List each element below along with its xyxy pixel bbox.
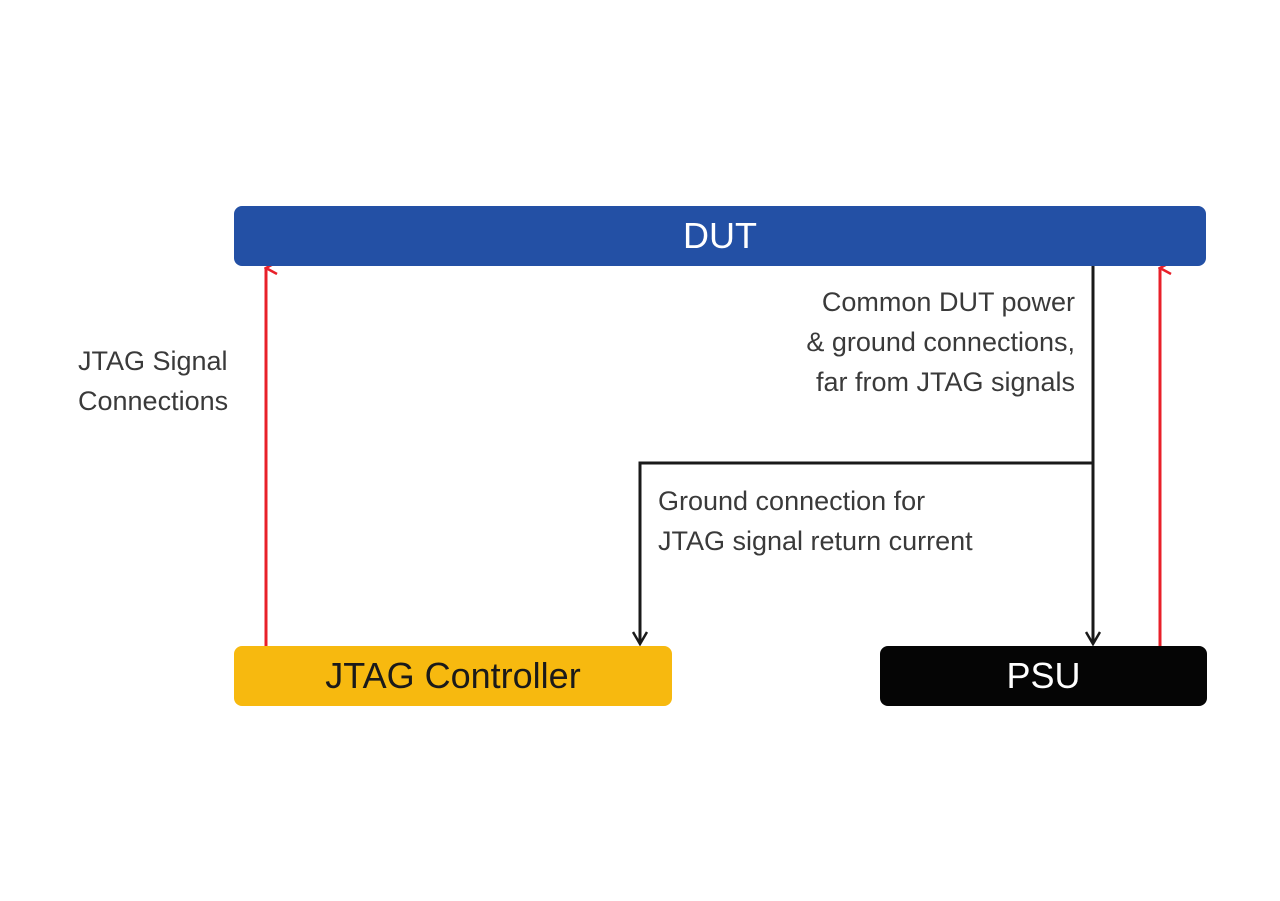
label-line: far from JTAG signals <box>815 367 1075 397</box>
jtag-controller-label: JTAG Controller <box>325 655 581 696</box>
dut-label: DUT <box>683 215 757 256</box>
label-line: Common DUT power <box>821 287 1075 317</box>
psu-box: PSU <box>880 646 1207 706</box>
label-line: JTAG signal return current <box>658 526 973 556</box>
label-line: Ground connection for <box>658 486 926 516</box>
ground-return-arrow <box>640 461 1093 644</box>
label-line: & ground connections, <box>806 327 1075 357</box>
jtag-signal-connections-label: JTAG Signal Connections <box>78 341 228 421</box>
dut-box: DUT <box>234 206 1206 266</box>
psu-label: PSU <box>1006 655 1081 696</box>
jtag-controller-box: JTAG Controller <box>234 646 672 706</box>
ground-return-label: Ground connection for JTAG signal return… <box>658 481 973 561</box>
label-line: JTAG Signal <box>78 346 228 376</box>
label-line: Connections <box>78 386 229 416</box>
common-power-ground-label: Common DUT power & ground connections, f… <box>755 282 1075 402</box>
